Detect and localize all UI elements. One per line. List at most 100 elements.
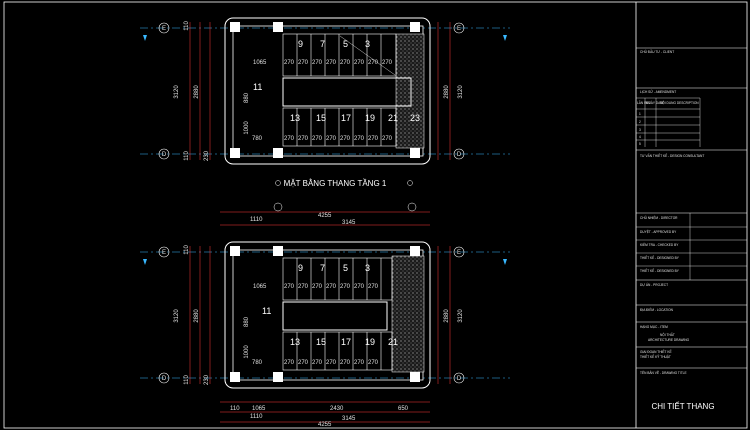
client-label: CHỦ ĐẦU TƯ - CLIENT [640,49,674,54]
tread-dim: 270 [326,60,337,66]
titleblock-row: THIẾT KẾ - DESIGNED BY [640,268,680,273]
category-label: HẠNG MỤC - ITEM [640,325,668,329]
designer-label: TƯ VẤN THIẾT KẾ - DESIGN CONSULTANT [640,153,704,158]
title-marker-icon [275,180,281,186]
step-number: 17 [341,337,351,347]
dim-text: 230 [204,150,210,161]
column [410,372,420,382]
grid-label: D [457,376,462,382]
step-number: 7 [320,263,325,273]
stair-void [282,77,412,107]
column [230,246,240,256]
tread-dim: 270 [368,60,379,66]
drawing-name: CHI TIẾT THANG [651,401,714,411]
titleblock-row: CHỦ NHIỆM - DIRECTOR [640,215,678,220]
upper-flight [282,33,397,77]
grid-bubble-d-left [158,372,170,384]
tread-dim: 270 [298,284,309,290]
dim-text: 110 [184,375,190,385]
tread-dim: 270 [284,136,295,142]
landing-number: 11 [253,82,262,92]
grid-label: E [457,250,461,256]
plan-2: E E D D 3120 2880 110 110 230 2880 3120 [140,241,510,428]
project-label: DỰ ÁN - PROJECT [640,283,668,287]
grid-bubble-e-right [453,246,465,258]
step-number: 21 [388,337,398,347]
grid-bubble [273,202,283,212]
titleblock-row: KIỂM TRA - CHECKED BY [640,242,679,247]
rev-row: 2 [639,120,641,124]
level-marker [503,259,507,265]
tread-dim: 270 [368,284,379,290]
step-number: 7 [320,39,325,49]
titleblock-row: DUYỆT - APPROVED BY [640,229,677,234]
dim-text: 3120 [458,85,464,99]
landing-number: 11 [262,306,271,316]
step-number: 5 [343,39,348,49]
dim-text: 1065 [252,406,266,412]
grid-label: E [457,26,461,32]
dim-text: 1110 [250,414,263,420]
column [273,246,283,256]
dim-text: 3120 [174,309,180,323]
level-marker [143,35,147,41]
step-number: 5 [343,263,348,273]
side-dim: 1065 [253,60,267,66]
tread-dim: 270 [340,60,351,66]
grid-bubble-e-left [158,22,170,34]
column [273,148,283,158]
title-block: CHỦ ĐẦU TƯ - CLIENT LỊCH SỬ - AMENDMENT … [635,2,747,428]
tread-dim: 270 [368,360,379,366]
side-dim: 1000 [244,345,250,359]
tread-dim: 270 [312,60,323,66]
dim-text: 110 [230,406,240,412]
tread-dim: 270 [340,360,351,366]
stair-enclosure [224,17,431,165]
dim-text: 650 [398,406,409,412]
tread-dim: 270 [298,60,309,66]
grid-label: D [457,152,462,158]
grid-bubble-d-right [453,148,465,160]
tread-dim: 270 [312,284,323,290]
plan-title: MẶT BẰNG THANG TẦNG 1 [284,178,387,188]
step-number: 3 [365,263,370,273]
column [410,148,420,158]
dim-text: 4255 [318,213,332,219]
side-dim: 1065 [253,284,267,290]
lower-flight [282,107,397,147]
grid-bubble-e-left [158,246,170,258]
dim-text: 1110 [250,217,263,223]
step-number: 13 [290,337,300,347]
dim-text: 2430 [330,406,344,412]
grid-label: E [162,250,166,256]
rev-row: 4 [639,135,641,139]
rev-col-header: NGÀY DATE [646,101,664,105]
plan-1: E E D D 3120 2880 110 110 230 2880 3120 [140,17,510,226]
rev-col-header: LẦN REV [637,101,652,105]
landing-hatch [395,33,425,149]
tread-dim: 270 [284,360,295,366]
tread-dim: 270 [340,136,351,142]
grid-label: D [162,152,167,158]
grid-label: E [162,26,166,32]
titleblock-row: THIẾT KẾ - DESIGNED BY [640,255,680,260]
column [410,22,420,32]
grid-bubble-d-right [453,372,465,384]
column [230,22,240,32]
tread-dim: 270 [312,136,323,142]
grid-label: D [162,376,167,382]
dim-text: 3145 [342,220,356,226]
rev-row: 3 [639,128,641,132]
dim-text: 230 [204,374,210,385]
step-number: 17 [341,113,351,123]
side-dim: 880 [244,316,250,327]
side-dim: 780 [252,136,263,142]
column [273,22,283,32]
step-number: 23 [410,113,420,123]
tread-dim: 270 [354,60,365,66]
tread-dim: 270 [354,360,365,366]
tread-dim: 270 [284,284,295,290]
side-dim: 1000 [244,121,250,135]
column [230,148,240,158]
